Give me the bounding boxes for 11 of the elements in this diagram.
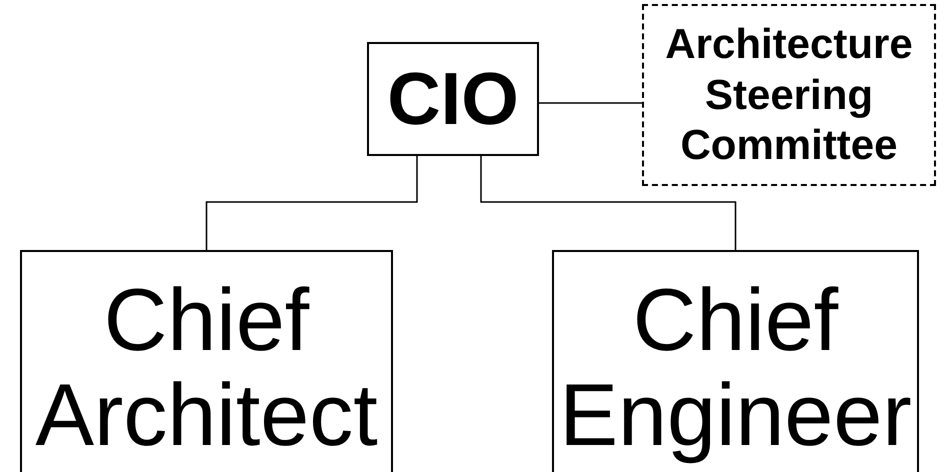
box-title: Chief Engineer [558, 272, 913, 462]
role-box [367, 42, 539, 156]
box-title: CIO [387, 58, 519, 140]
role-box [552, 250, 919, 472]
box-title: Chief Architect [34, 272, 379, 462]
connector-line [539, 102, 642, 104]
connector-line [480, 156, 736, 250]
role-box [20, 250, 393, 472]
committee-box [642, 4, 936, 186]
box-title: Architecture Steering Committee [664, 19, 914, 170]
connector-line [206, 156, 418, 250]
